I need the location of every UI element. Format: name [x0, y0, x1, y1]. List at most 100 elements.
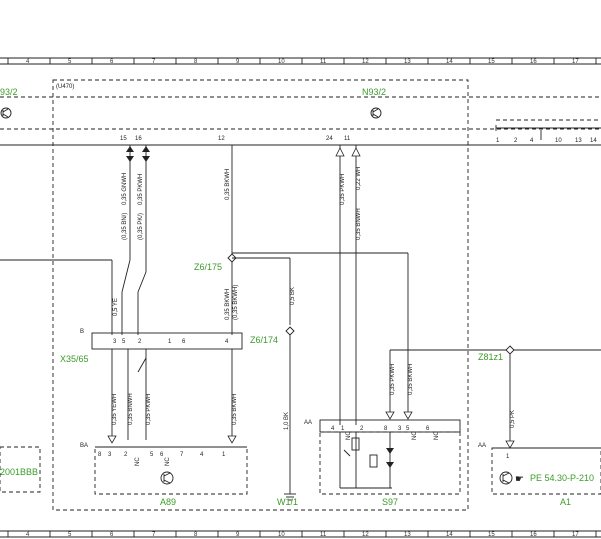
- svg-text:1: 1: [341, 426, 345, 432]
- svg-text:Z81z1: Z81z1: [478, 352, 503, 362]
- ruler-label: 12: [362, 532, 369, 538]
- svg-text:7: 7: [180, 452, 184, 458]
- svg-text:S97: S97: [382, 497, 398, 507]
- transistor-icon: [499, 471, 513, 485]
- svg-text:(0,35 BN/): (0,35 BN/): [122, 213, 128, 240]
- svg-text:Z6/175: Z6/175: [194, 262, 222, 272]
- svg-text:4: 4: [530, 138, 534, 144]
- svg-text:3: 3: [108, 452, 112, 458]
- svg-text:(0,35 BKWH): (0,35 BKWH): [233, 285, 239, 320]
- svg-text:AA: AA: [478, 443, 486, 449]
- svg-text:0,35 PKWH: 0,35 PKWH: [138, 174, 144, 205]
- ruler-label: 6: [110, 532, 114, 538]
- svg-text:15: 15: [120, 136, 127, 142]
- ruler-label: 14: [446, 59, 453, 65]
- u470-module-box: [52, 79, 469, 511]
- svg-text:8: 8: [98, 452, 102, 458]
- svg-text:12: 12: [218, 136, 225, 142]
- ruler-label: 17: [572, 532, 579, 538]
- ruler-label: 8: [194, 532, 198, 538]
- svg-text:W1/1: W1/1: [277, 497, 298, 507]
- ruler-label: 13: [404, 532, 411, 538]
- svg-text:A89: A89: [160, 497, 176, 507]
- ruler-label: 5: [68, 532, 72, 538]
- svg-text:0,35 BKWH: 0,35 BKWH: [225, 289, 231, 320]
- svg-text:4: 4: [200, 452, 204, 458]
- svg-text:NC: NC: [434, 431, 440, 440]
- svg-text:1: 1: [506, 454, 510, 460]
- ruler-label: 10: [278, 59, 285, 65]
- svg-text:2001BBB: 2001BBB: [0, 467, 38, 477]
- module-s97: AA 4 1 NC 2 8 3 5 NC 6 NC: [304, 419, 461, 495]
- ruler-label: 5: [68, 59, 72, 65]
- top-ruler: 456789101112131415161718: [0, 57, 601, 65]
- svg-text:24: 24: [326, 136, 333, 142]
- svg-text:4: 4: [225, 339, 229, 345]
- svg-text:0,35 BKWH: 0,35 BKWH: [408, 364, 414, 395]
- transistor-icon: [0, 107, 12, 119]
- svg-text:14: 14: [590, 138, 597, 144]
- ruler-label: 9: [236, 532, 240, 538]
- svg-text:6: 6: [426, 426, 430, 432]
- svg-text:0,35 PKWH: 0,35 PKWH: [390, 364, 396, 395]
- n93-right-label: N93/2: [362, 87, 386, 97]
- u470-label: (U470): [56, 84, 74, 90]
- svg-text:2: 2: [514, 138, 518, 144]
- ruler-label: 10: [278, 532, 285, 538]
- svg-text:0,22 WH: 0,22 WH: [356, 167, 362, 190]
- svg-text:X35/65: X35/65: [60, 354, 89, 364]
- svg-text:NC: NC: [135, 457, 141, 466]
- svg-text:0,5 YE: 0,5 YE: [113, 298, 119, 316]
- svg-text:PE 54.30-P-210: PE 54.30-P-210: [530, 473, 594, 483]
- ruler-label: 16: [530, 532, 537, 538]
- svg-text:8: 8: [384, 426, 388, 432]
- svg-text:1: 1: [168, 339, 172, 345]
- svg-text:6: 6: [160, 452, 164, 458]
- double-arrow-connector: [126, 146, 150, 162]
- svg-text:0,35 BNWH: 0,35 BNWH: [356, 208, 362, 240]
- svg-text:10: 10: [555, 138, 562, 144]
- svg-text:13: 13: [575, 138, 582, 144]
- ruler-label: 4: [26, 532, 30, 538]
- svg-text:2: 2: [138, 339, 142, 345]
- svg-text:NC: NC: [165, 457, 171, 466]
- ruler-label: 14: [446, 532, 453, 538]
- ruler-label: 11: [320, 532, 327, 538]
- svg-text:5: 5: [122, 339, 126, 345]
- svg-text:1,0 BK: 1,0 BK: [284, 412, 290, 430]
- svg-text:0,35 BKWH: 0,35 BKWH: [232, 394, 238, 425]
- svg-text:0,5 PK: 0,5 PK: [510, 410, 516, 428]
- right-connector-strip: 1 2 4 10 13 14: [495, 119, 601, 144]
- module-a89: 8 3 2 NC 5 6 NC 7 4 1: [94, 446, 248, 495]
- ruler-label: 9: [236, 59, 240, 65]
- ruler-label: 16: [530, 59, 537, 65]
- ruler-label: 15: [488, 532, 495, 538]
- module-a1: AA 1 ☛ PE 54.30-P-210: [478, 440, 601, 495]
- svg-text:3: 3: [113, 339, 117, 345]
- pointing-hand-icon: ☛: [515, 474, 524, 485]
- svg-text:4: 4: [331, 426, 335, 432]
- ruler-label: 8: [194, 59, 198, 65]
- svg-text:5: 5: [150, 452, 154, 458]
- transistor-icon: [370, 107, 382, 119]
- ruler-label: 7: [152, 59, 156, 65]
- svg-text:0,35 PKWH: 0,35 PKWH: [146, 394, 152, 425]
- svg-text:0,35 GNWH: 0,35 GNWH: [122, 173, 128, 205]
- svg-text:A1: A1: [560, 497, 571, 507]
- ruler-label: 13: [404, 59, 411, 65]
- svg-text:11: 11: [344, 136, 351, 142]
- svg-text:5: 5: [406, 426, 410, 432]
- svg-text:NC: NC: [412, 431, 418, 440]
- connector-x35-65: B 3 5 2 1 6 4: [80, 329, 243, 350]
- svg-text:BA: BA: [80, 443, 88, 449]
- svg-text:3: 3: [398, 426, 402, 432]
- svg-text:NC: NC: [346, 431, 352, 440]
- bottom-ruler: 456789101112131415161718: [0, 530, 601, 538]
- n93-left-label: 93/2: [0, 87, 18, 97]
- svg-text:16: 16: [135, 136, 142, 142]
- svg-text:6: 6: [182, 339, 186, 345]
- svg-text:0,35 PKWH: 0,35 PKWH: [340, 174, 346, 205]
- svg-text:2: 2: [360, 426, 364, 432]
- ruler-label: 7: [152, 532, 156, 538]
